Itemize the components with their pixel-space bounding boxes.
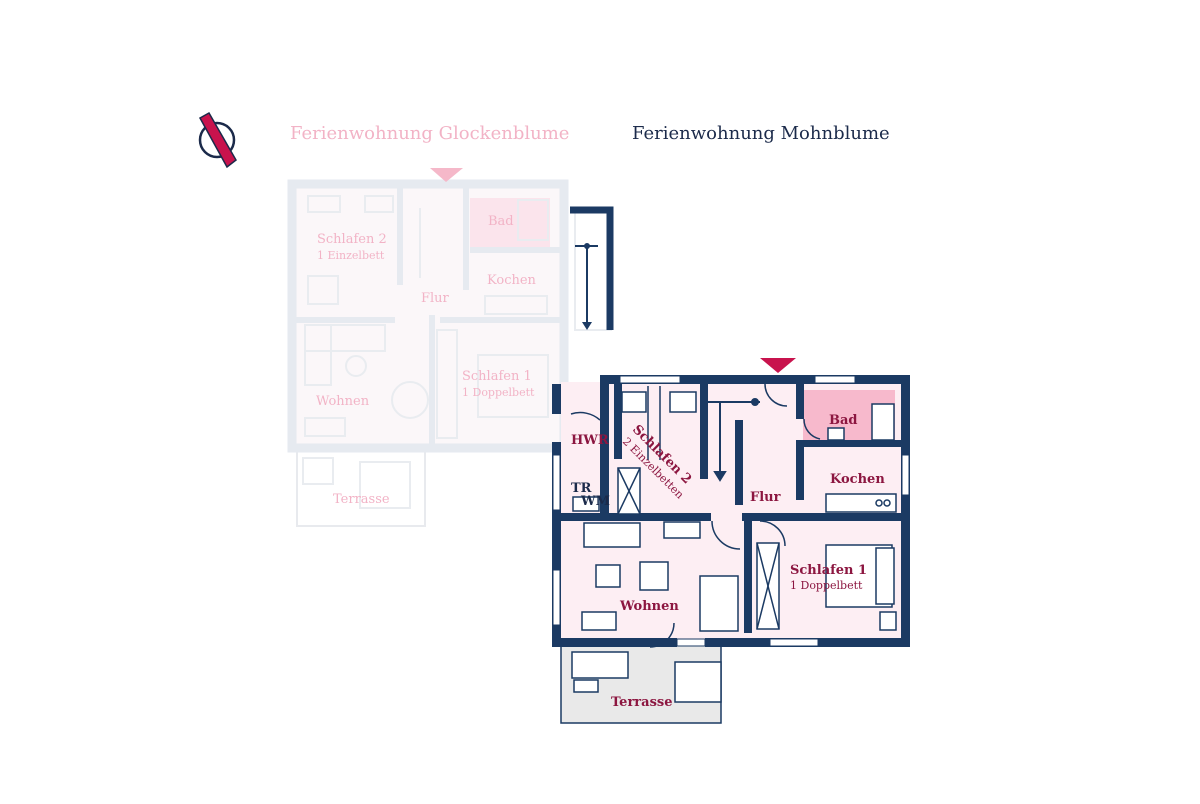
plan-glockenblume: Schlafen 2 1 Einzelbett Bad Kochen Flur … [287, 168, 614, 527]
label-hwr: HWR [571, 433, 609, 448]
ghost-label-wohnen: Wohnen [316, 394, 370, 409]
furniture [571, 386, 897, 703]
entrance-triangle-icon [760, 358, 796, 373]
ghost-label-flur: Flur [421, 291, 450, 306]
ghost-label-terrasse: Terrasse [333, 492, 390, 507]
title-mohnblume: Ferienwohnung Mohnblume [632, 123, 890, 144]
label-schlafen1: Schlafen 1 [790, 563, 867, 578]
label-tr: TR [571, 481, 592, 496]
ghost-label-bad: Bad [488, 214, 514, 229]
furniture [302, 195, 612, 509]
inner-walls [292, 188, 564, 448]
ghost-label-schlafen1-bed: 1 Doppelbett [462, 386, 535, 399]
plan-mohnblume: HWR TR WM Schlafen 2 2 Einzelbetten Bad … [552, 358, 910, 724]
label-bad: Bad [829, 413, 858, 428]
label-schlafen1-bed: 1 Doppelbett [790, 579, 863, 592]
entrance-triangle-icon [430, 168, 463, 182]
inner-walls [561, 384, 904, 633]
title-glockenblume: Ferienwohnung Glockenblume [290, 123, 569, 144]
windows [552, 375, 910, 647]
outer-walls [287, 179, 569, 453]
label-wohnen: Wohnen [619, 599, 679, 614]
label-flur: Flur [750, 490, 781, 505]
label-kochen: Kochen [830, 472, 885, 487]
label-terrasse: Terrasse [611, 695, 672, 710]
ghost-label-schlafen2-bed: 1 Einzelbett [317, 249, 385, 262]
stairs-arrow [706, 398, 760, 482]
ghost-label-schlafen2: Schlafen 2 [317, 232, 387, 247]
door-arcs [570, 383, 821, 648]
label-wm: WM [580, 494, 610, 509]
ghost-label-kochen: Kochen [487, 273, 537, 288]
ghost-label-schlafen1: Schlafen 1 [462, 369, 532, 384]
north-arrow-icon [198, 111, 237, 169]
